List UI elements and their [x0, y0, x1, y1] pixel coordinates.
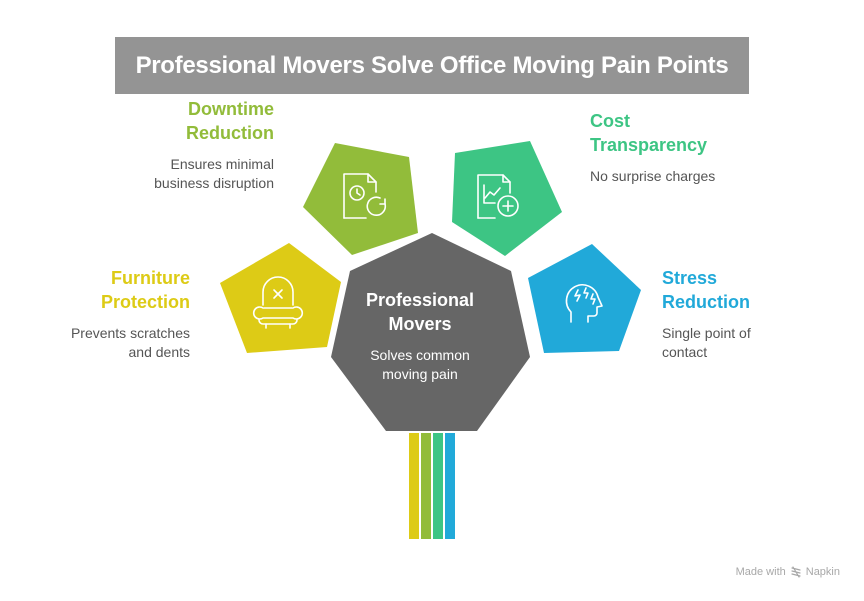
watermark-brand: Napkin	[805, 566, 840, 578]
stress-label: Stress Reduction Single point of contact	[662, 266, 842, 362]
downtime-description: Ensures minimal business disruption	[74, 155, 274, 193]
napkin-logo-icon	[791, 566, 801, 578]
downtime-desc-line1: Ensures minimal	[170, 156, 274, 172]
downtime-title-line2: Reduction	[186, 123, 274, 143]
cost-description: No surprise charges	[590, 167, 790, 186]
center-heptagon	[331, 233, 530, 431]
downtime-title-line1: Downtime	[187, 99, 274, 119]
center-title: Professional Movers	[345, 288, 495, 336]
cost-title-line2: Transparency	[590, 135, 708, 155]
downtime-title: Downtime Reduction	[74, 97, 274, 145]
stripe-teal	[433, 433, 443, 539]
cost-title-line1: Cost	[590, 111, 630, 131]
napkin-watermark[interactable]: Made with Napkin	[736, 566, 840, 578]
cost-pentagon[interactable]	[452, 141, 562, 256]
diagram-title: Professional Movers Solve Office Moving …	[135, 51, 729, 79]
stripe-blue	[445, 433, 455, 539]
center-desc-line2: moving pain	[382, 366, 458, 382]
center-label: Professional Movers Solves common moving…	[345, 288, 495, 384]
cost-label: Cost Transparency No surprise charges	[590, 109, 790, 186]
furniture-description: Prevents scratches and dents	[0, 324, 190, 362]
watermark-prefix: Made with	[735, 566, 786, 578]
furniture-pentagon[interactable]	[220, 243, 341, 353]
stripe-yellow	[409, 433, 419, 539]
document-chart-plus-icon	[477, 174, 519, 219]
title-banner: Professional Movers Solve Office Moving …	[115, 37, 749, 94]
stress-pentagon[interactable]	[528, 244, 641, 353]
cost-desc-line1: No surprise charges	[590, 168, 716, 184]
center-title-line1: Professional	[365, 290, 475, 310]
furniture-title-line2: Protection	[100, 292, 190, 312]
furniture-title-line1: Furniture	[111, 268, 190, 288]
stress-description: Single point of contact	[662, 324, 842, 362]
head-stress-icon	[565, 284, 603, 323]
furniture-label: Furniture Protection Prevents scratches …	[0, 266, 190, 362]
stress-desc-line1: Single point of	[662, 325, 751, 341]
furniture-desc-line1: Prevents scratches	[70, 325, 190, 341]
downtime-desc-line2: business disruption	[154, 175, 274, 191]
furniture-desc-line2: and dents	[128, 344, 191, 360]
stress-title-line2: Reduction	[662, 292, 750, 312]
armchair-icon	[252, 276, 304, 329]
center-desc-line1: Solves common	[370, 347, 470, 363]
stress-desc-line2: contact	[662, 344, 708, 360]
center-title-line2: Movers	[388, 314, 452, 334]
downtime-label: Downtime Reduction Ensures minimal busin…	[74, 97, 274, 193]
stress-title-line1: Stress	[662, 268, 718, 288]
stress-title: Stress Reduction	[662, 266, 842, 314]
furniture-title: Furniture Protection	[0, 266, 190, 314]
stripe-green	[421, 433, 431, 539]
center-description: Solves common moving pain	[345, 346, 495, 384]
document-clock-refresh-icon	[343, 173, 387, 219]
cost-title: Cost Transparency	[590, 109, 790, 157]
